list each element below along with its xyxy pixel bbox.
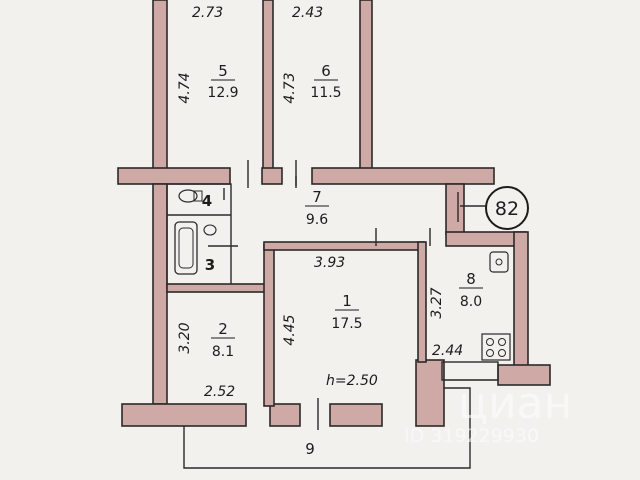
dim-room2-height: 3.20	[177, 322, 193, 353]
room-area: 8.1	[212, 344, 234, 360]
dim-room6-height: 4.73	[282, 72, 298, 103]
room-area: 11.5	[310, 85, 341, 101]
watermark-id: ID 319229930	[404, 425, 539, 447]
room-number: 5	[218, 62, 228, 80]
room-number: 9	[305, 440, 315, 458]
room-area: 8.0	[460, 294, 482, 310]
toilet-icon	[178, 189, 203, 203]
room-label-6: 6 11.5	[310, 62, 341, 101]
dim-room1-height: 4.45	[282, 314, 298, 345]
room-label-2: 2 8.1	[211, 320, 235, 360]
room-label-7: 7 9.6	[305, 188, 329, 228]
walls	[117, 0, 551, 427]
room-label-4: 4	[202, 192, 212, 210]
dim-room8-width: 2.44	[432, 343, 463, 359]
room-area: 12.9	[207, 85, 238, 101]
room-label-8: 8 8.0	[459, 270, 483, 310]
room-number: 4	[202, 192, 212, 210]
room-number: 7	[312, 188, 322, 206]
room-label-5: 5 12.9	[207, 62, 238, 101]
dim-room2-width: 2.52	[204, 384, 235, 400]
dim-room6-width: 2.43	[292, 5, 323, 21]
watermark-brand: циан	[458, 378, 572, 429]
room-label-3: 3	[205, 256, 215, 274]
dim-room8-height: 3.27	[429, 287, 445, 318]
sink-icon	[489, 251, 509, 273]
dim-room5-width: 2.73	[192, 5, 223, 21]
room-area: 17.5	[331, 316, 362, 332]
balcony-outline	[183, 387, 471, 469]
room-number: 8	[466, 270, 476, 288]
dim-room1-width: 3.93	[314, 255, 345, 271]
room-number: 3	[205, 256, 215, 274]
plan-number: 82	[495, 198, 519, 220]
ceiling-height: h=2.50	[326, 373, 378, 389]
room-label-9: 9	[305, 440, 315, 458]
room-number: 2	[218, 320, 228, 338]
room-number: 6	[321, 62, 331, 80]
dim-room5-height: 4.74	[177, 72, 193, 103]
room-label-1: 1 17.5	[331, 292, 362, 332]
bathtub-icon	[174, 221, 217, 275]
plan-number-badge: 82	[485, 186, 529, 230]
room-area: 9.6	[306, 212, 328, 228]
room-number: 1	[342, 292, 352, 310]
stove-icon	[481, 333, 511, 361]
door-marks	[208, 160, 486, 430]
